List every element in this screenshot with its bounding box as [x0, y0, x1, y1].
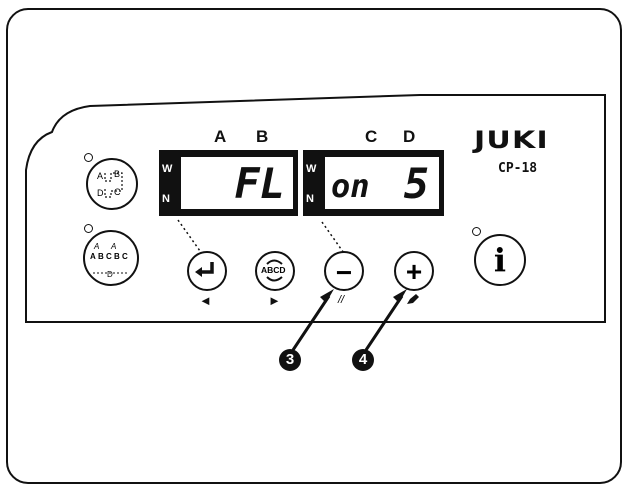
- led-indicator: [84, 153, 93, 162]
- pattern-label: A: [110, 242, 116, 251]
- info-button[interactable]: i: [474, 234, 526, 286]
- pattern-label: D: [97, 188, 104, 198]
- plus-button[interactable]: +: [394, 251, 434, 291]
- abcd-label: ABCD: [261, 265, 286, 275]
- minus-sub-icon: //: [338, 294, 345, 306]
- display-2-indicator-icon: N: [306, 193, 314, 205]
- display-2-text-2: 5: [403, 159, 429, 208]
- header-a: A: [214, 127, 227, 146]
- pattern-button-2[interactable]: A A A B C B C D: [83, 230, 139, 286]
- header-d: D: [403, 127, 416, 146]
- header-b: B: [256, 127, 269, 146]
- pattern-abcbcd-icon: A A A B C B C D: [90, 242, 128, 279]
- info-icon: i: [493, 241, 507, 279]
- minus-button[interactable]: −: [324, 251, 364, 291]
- brand-logo: JUKI: [474, 126, 549, 154]
- abcd-button[interactable]: ABCD: [255, 251, 295, 291]
- pattern-label: A: [90, 252, 96, 261]
- display-1-indicator-icon: W: [162, 163, 173, 175]
- enter-button[interactable]: [187, 251, 227, 291]
- minus-icon: −: [335, 257, 353, 288]
- model-label: CP-18: [498, 161, 538, 176]
- pattern-label: D: [107, 270, 113, 279]
- pattern-abcd-icon: A B C D: [97, 169, 123, 198]
- display-1-text: FL: [234, 159, 285, 208]
- pencil-sub-icon: [407, 294, 419, 304]
- display-2-text-1: on: [331, 167, 370, 205]
- pattern-label: B: [114, 169, 120, 179]
- pattern-label: C: [114, 187, 121, 197]
- enter-sub-label: ◄: [199, 293, 212, 308]
- panel-frame: [6, 8, 622, 484]
- enter-icon: [195, 262, 214, 277]
- callout-4: 4: [352, 349, 374, 371]
- pattern-label: C: [122, 252, 128, 261]
- display-1-screen: FL: [181, 157, 293, 209]
- led-indicator: [472, 227, 481, 236]
- display-2-screen: on 5: [325, 157, 439, 209]
- pattern-label: B: [114, 252, 120, 261]
- abcd-sub-label: ►: [268, 293, 281, 308]
- pattern-label: A: [97, 171, 103, 181]
- display-2-indicator-icon: W: [306, 163, 317, 175]
- display-1-indicator-icon: N: [162, 193, 170, 205]
- pattern-button-1[interactable]: A B C D: [86, 158, 138, 210]
- callout-3: 3: [279, 349, 301, 371]
- pattern-label: A: [93, 242, 99, 251]
- pattern-label: C: [106, 252, 112, 261]
- pattern-label: B: [98, 252, 104, 261]
- display-1: W N FL: [159, 150, 298, 216]
- led-indicator: [84, 224, 93, 233]
- display-2: W N on 5: [303, 150, 444, 216]
- abcd-cycle-icon: ABCD: [261, 259, 286, 282]
- plus-icon: +: [405, 256, 423, 287]
- header-c: C: [365, 127, 378, 146]
